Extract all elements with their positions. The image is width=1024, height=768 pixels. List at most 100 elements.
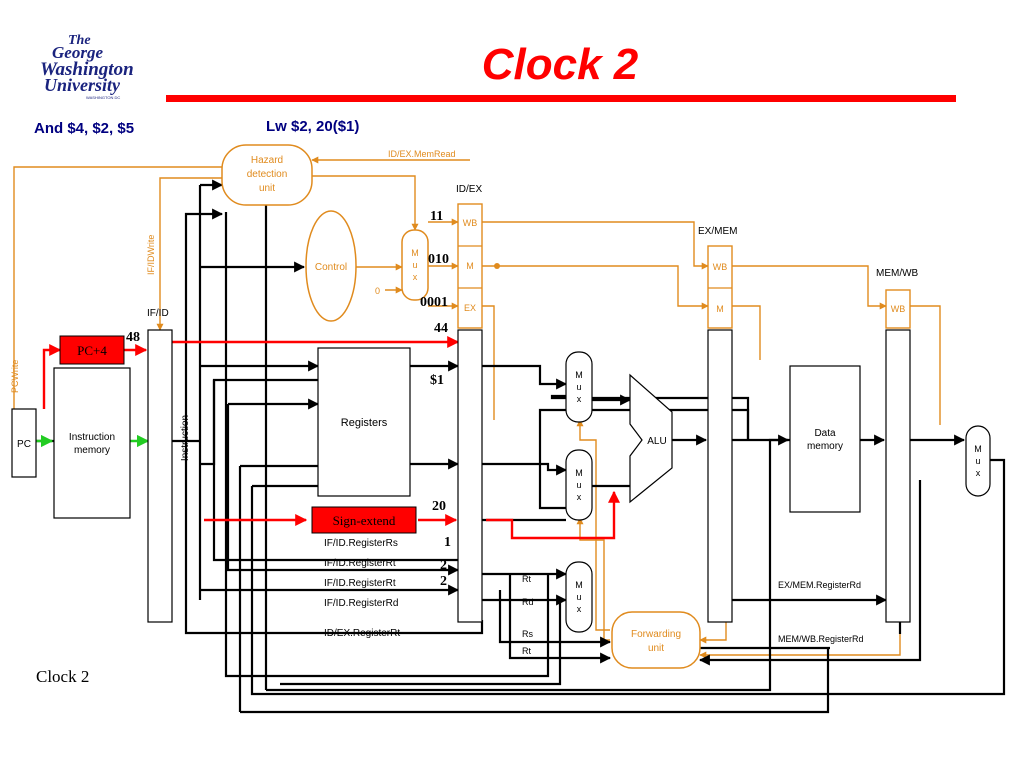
svg-text:EX: EX (464, 303, 476, 313)
svg-text:PC: PC (17, 439, 31, 450)
svg-text:u: u (412, 260, 417, 270)
label-mem-wb-rd: MEM/WB.RegisterRd (778, 634, 864, 644)
svg-text:M: M (411, 248, 419, 258)
svg-text:ALU: ALU (647, 436, 666, 447)
label-rs-fwd: Rs (522, 629, 533, 639)
svg-text:unit: unit (259, 183, 275, 194)
value-rt2: 2 (440, 574, 447, 589)
title-rule (166, 95, 956, 102)
forwarding-unit: Forwarding unit (611, 611, 701, 669)
svg-text:u: u (576, 382, 581, 392)
svg-text:detection: detection (247, 169, 288, 180)
value-reg-read: $1 (430, 373, 444, 388)
svg-text:Registers: Registers (341, 417, 388, 429)
control-mux: M u x (401, 229, 429, 301)
ex-mem-register: WB M (707, 245, 733, 623)
label-mem-wb: MEM/WB (876, 268, 919, 279)
instruction-memory: Instruction memory (53, 367, 131, 519)
pc-plus-4-box: PC+4 (59, 335, 125, 365)
svg-text:M: M (466, 261, 474, 271)
label-id-ex: ID/EX (456, 184, 482, 195)
label-if-id-rt-1: IF/ID.RegisterRt (324, 558, 396, 569)
svg-text:PC+4: PC+4 (77, 343, 107, 358)
svg-text:memory: memory (74, 445, 110, 456)
svg-text:M: M (575, 580, 583, 590)
if-id-register: Instruction (147, 329, 191, 623)
svg-text:WASHINGTON DC: WASHINGTON DC (86, 95, 120, 100)
svg-text:unit: unit (648, 643, 664, 654)
instruction-left: And $4, $2, $5 (34, 120, 134, 137)
value-m: 010 (428, 252, 449, 267)
university-logo: The George Washington University WASHING… (40, 33, 134, 100)
regdst-mux: M u x (565, 561, 593, 633)
label-if-idwrite: IF/IDWrite (146, 235, 156, 275)
label-rt-mux: Rt (522, 574, 531, 584)
svg-text:The: The (68, 33, 91, 48)
label-zero: 0 (375, 286, 380, 296)
value-rs: 1 (444, 535, 451, 550)
svg-text:Hazard: Hazard (251, 155, 283, 166)
label-ex-mem: EX/MEM (698, 226, 737, 237)
alu-mux-a: M u x (565, 351, 593, 423)
id-ex-register: WB M EX (457, 203, 483, 623)
svg-text:M: M (575, 468, 583, 478)
svg-text:u: u (576, 592, 581, 602)
svg-text:WB: WB (463, 218, 478, 228)
svg-text:WB: WB (713, 262, 728, 272)
value-imm: 20 (432, 499, 446, 514)
svg-text:Washington: Washington (40, 59, 134, 80)
value-if-pc: 48 (126, 330, 140, 345)
svg-text:x: x (976, 468, 981, 478)
svg-text:Control: Control (315, 262, 347, 273)
label-if-id-rd: IF/ID.RegisterRd (324, 598, 398, 609)
svg-text:WB: WB (891, 304, 906, 314)
svg-text:University: University (44, 75, 121, 95)
value-ex: 0001 (420, 295, 448, 310)
label-if-id: IF/ID (147, 308, 169, 319)
data-memory: Data memory (789, 365, 861, 513)
svg-text:x: x (577, 394, 582, 404)
value-wb: 11 (430, 209, 443, 224)
svg-text:Data: Data (814, 428, 836, 439)
svg-text:M: M (716, 304, 724, 314)
slide-title: Clock 2 (482, 40, 639, 89)
sign-extend-box: Sign-extend (311, 506, 417, 534)
label-rt-fwd: Rt (522, 646, 531, 656)
pipeline-values: 11 010 0001 44 48 $1 20 1 2 2 (126, 209, 451, 589)
svg-text:x: x (577, 604, 582, 614)
writeback-mux: M u x (965, 425, 991, 497)
value-pc: 44 (434, 321, 448, 336)
footer-label: Clock 2 (36, 667, 89, 686)
label-rd-mux: Rd (522, 597, 534, 607)
svg-text:x: x (413, 272, 418, 282)
hazard-detection-unit: Hazard detection unit (221, 144, 313, 206)
svg-text:Instruction: Instruction (69, 432, 115, 443)
label-id-ex-memread: ID/EX.MemRead (388, 149, 456, 159)
svg-text:George: George (52, 43, 103, 62)
svg-text:M: M (575, 370, 583, 380)
register-file: Registers (317, 347, 411, 497)
value-rt1: 2 (440, 558, 447, 573)
alu-mux-b: M u x (565, 449, 593, 521)
svg-text:memory: memory (807, 441, 843, 452)
mem-wb-register: WB (885, 289, 911, 623)
instruction-right: Lw $2, 20($1) (266, 118, 359, 135)
datapath-lines (36, 179, 1006, 714)
label-pcwrite: PCWrite (10, 360, 20, 393)
control-unit: Control (305, 210, 357, 322)
alu: ALU (629, 373, 673, 504)
svg-text:u: u (576, 480, 581, 490)
highlight-paths (42, 336, 620, 540)
svg-text:u: u (975, 456, 980, 466)
pc-register: PC (11, 408, 37, 478)
label-ex-mem-rd: EX/MEM.RegisterRd (778, 580, 861, 590)
label-if-id-rt-2: IF/ID.RegisterRt (324, 578, 396, 589)
svg-text:Forwarding: Forwarding (631, 629, 681, 640)
svg-text:Sign-extend: Sign-extend (333, 513, 396, 528)
control-paths (13, 156, 941, 659)
svg-text:M: M (974, 444, 982, 454)
label-if-id-rs: IF/ID.RegisterRs (324, 538, 398, 549)
label-id-ex-rt: ID/EX.RegisterRt (324, 628, 400, 639)
svg-text:Instruction: Instruction (180, 415, 191, 461)
